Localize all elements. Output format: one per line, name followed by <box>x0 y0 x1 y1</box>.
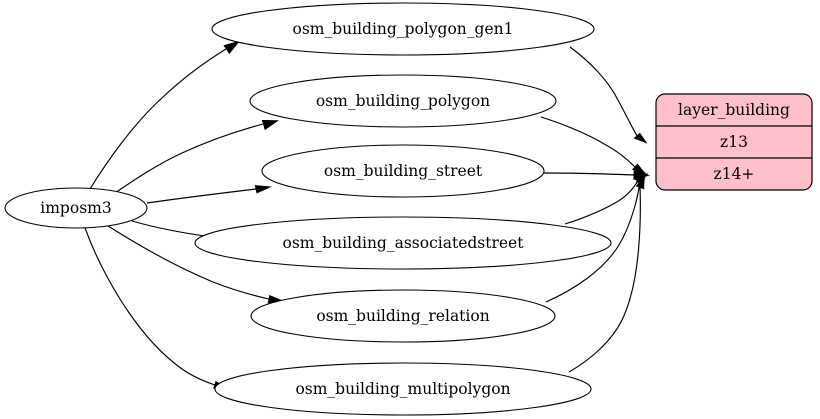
node-osm-building-relation[interactable]: osm_building_relation <box>250 289 556 343</box>
osm-building-street-ellipse[interactable] <box>261 144 545 198</box>
edge-imposm3-to-osm-building-polygon <box>114 120 279 194</box>
edge-osm-building-multipolygon-to-layer-building-z14plus <box>568 175 645 373</box>
imposm3-label: imposm3 <box>40 199 111 217</box>
osm-building-multipolygon-label: osm_building_multipolygon <box>295 380 510 398</box>
edge-osm-building-polygon-to-layer-building-z14plus <box>540 116 648 176</box>
layer-building-row-z14plus-label: z14+ <box>714 165 755 183</box>
osm-building-polygon-ellipse[interactable] <box>249 74 557 128</box>
node-osm-building-polygon[interactable]: osm_building_polygon <box>249 74 557 128</box>
node-imposm3[interactable]: imposm3 <box>4 187 148 229</box>
osm-building-polygon-gen1-ellipse[interactable] <box>211 2 595 56</box>
osm-building-relation-label: osm_building_relation <box>316 307 489 325</box>
node-osm-building-multipolygon[interactable]: osm_building_multipolygon <box>214 362 592 416</box>
node-osm-building-street[interactable]: osm_building_street <box>261 144 545 198</box>
layer-building-title-label: layer_building <box>678 101 790 119</box>
osm-building-polygon-gen1-label: osm_building_polygon_gen1 <box>293 20 514 38</box>
osm-building-associatedstreet-ellipse[interactable] <box>194 216 612 270</box>
layer-building-box[interactable] <box>655 93 813 191</box>
edge-imposm3-to-osm-building-street <box>146 185 272 204</box>
imposm3-ellipse[interactable] <box>4 187 148 229</box>
node-layer-building[interactable]: layer_building z13 z14+ <box>655 93 813 191</box>
osm-building-street-label: osm_building_street <box>324 162 483 180</box>
osm-building-multipolygon-ellipse[interactable] <box>214 362 592 416</box>
edge-imposm3-to-osm-building-polygon-gen1 <box>89 40 241 190</box>
edge-osm-building-polygon-gen1-to-layer-building-z13 <box>569 46 648 144</box>
edge-group-tables-to-layer <box>540 46 651 373</box>
osm-building-associatedstreet-label: osm_building_associatedstreet <box>283 234 525 252</box>
layer-building-row-z13-label: z13 <box>720 133 748 151</box>
edge-osm-building-street-to-layer-building-z14plus <box>543 170 651 180</box>
node-osm-building-associatedstreet[interactable]: osm_building_associatedstreet <box>194 216 612 270</box>
osm-building-polygon-label: osm_building_polygon <box>316 92 490 110</box>
node-osm-building-polygon-gen1[interactable]: osm_building_polygon_gen1 <box>211 2 595 56</box>
edge-osm-building-associatedstreet-to-layer-building-z14plus <box>564 172 649 225</box>
osm-building-relation-ellipse[interactable] <box>250 289 556 343</box>
